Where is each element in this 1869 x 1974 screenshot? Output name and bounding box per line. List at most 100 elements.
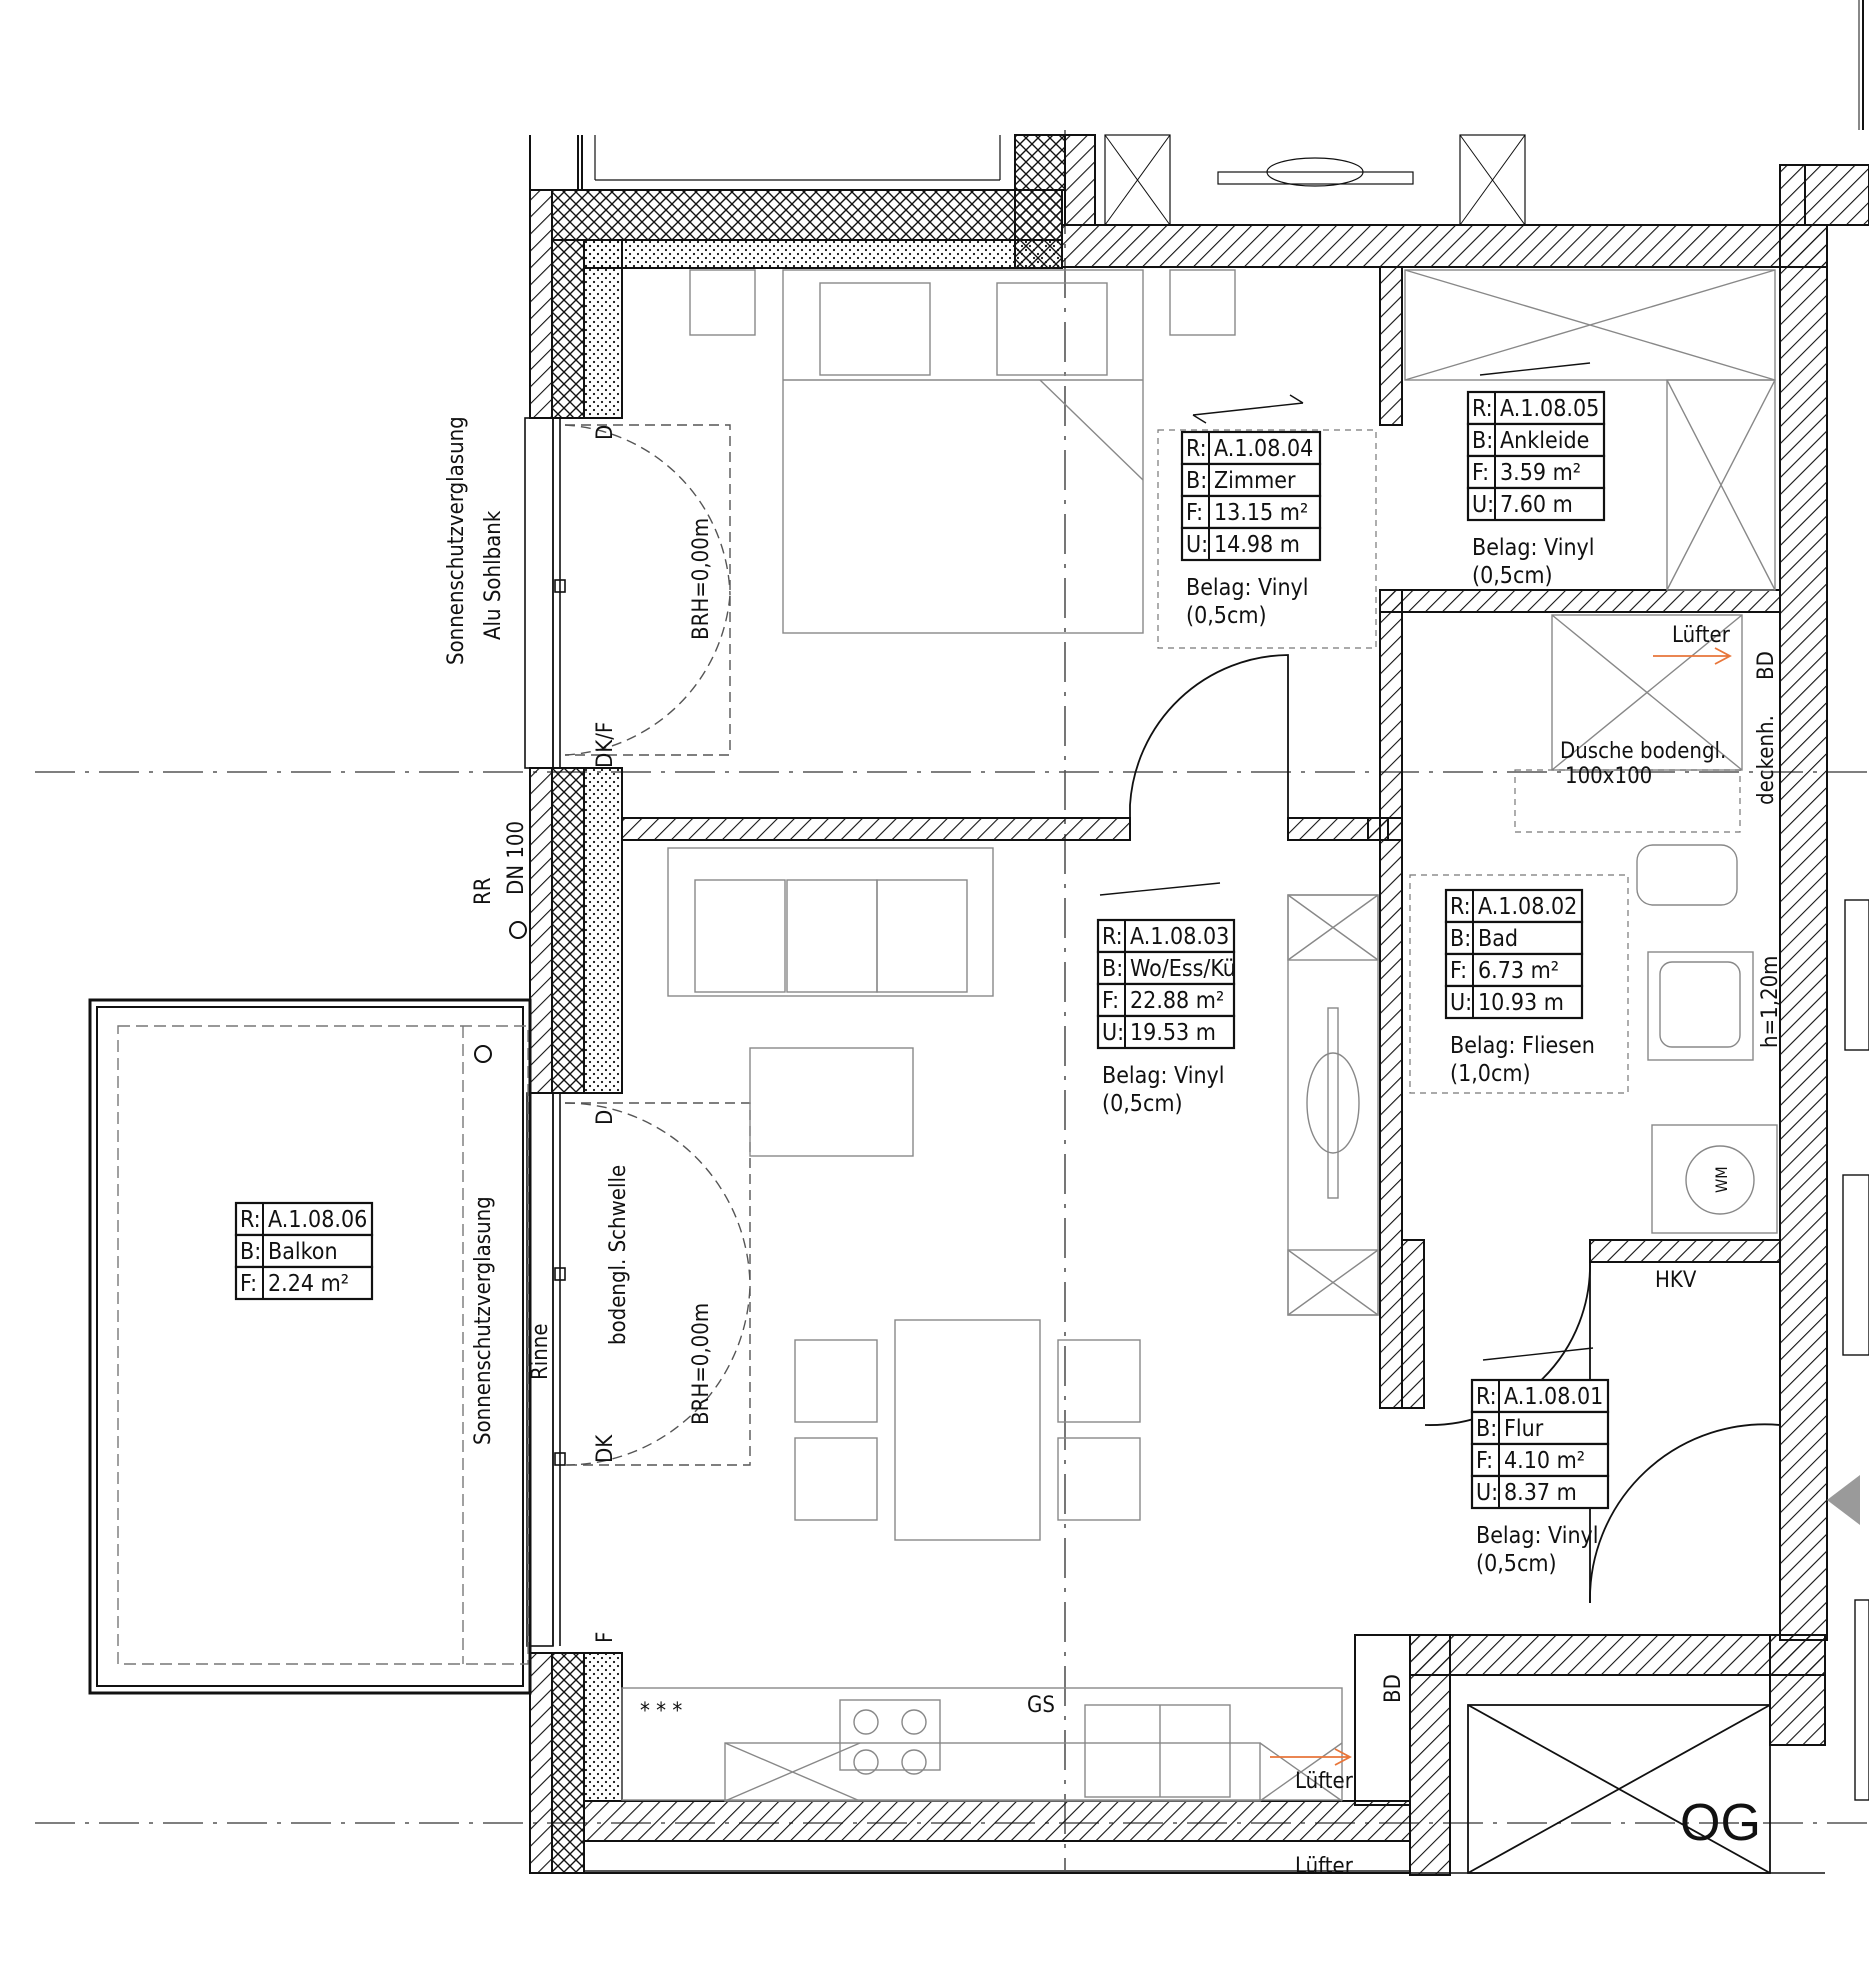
stamp-prefix: B: — [240, 1239, 261, 1265]
luefter-below-label: Lüfter — [1295, 1854, 1354, 1879]
upper-building-fragment — [529, 0, 1864, 226]
stamp-row-box — [1444, 984, 1584, 1020]
belag-label: Belag: Vinyl — [1186, 575, 1309, 601]
stamp-row-box — [1096, 982, 1236, 1018]
windows — [524, 417, 566, 1647]
gs-label: GS — [1027, 1693, 1055, 1718]
rinne-label: Rinne — [528, 1323, 553, 1380]
stars-label: * * * — [640, 1699, 682, 1724]
stamp-row-box — [234, 1233, 374, 1269]
door-swings — [564, 424, 751, 1466]
bd-kitchen-label: BD — [1381, 1674, 1406, 1703]
sonnenschutz-label-2: Sonnenschutzverglasung — [471, 1196, 496, 1445]
stamp-prefix: R: — [240, 1207, 261, 1233]
door-dkf-label: DK/F — [593, 722, 618, 768]
stamp-value-name: Balkon — [268, 1239, 338, 1265]
stamp-prefix: R: — [1472, 396, 1493, 422]
stamp-prefix: R: — [1102, 924, 1123, 950]
luefter-arrows — [1270, 647, 1732, 1766]
stamp-value-id: A.1.08.04 — [1214, 436, 1313, 462]
stamp-value-name: Zimmer — [1214, 468, 1296, 494]
hkv-label: HKV — [1655, 1268, 1697, 1293]
door-f-label: F — [593, 1632, 618, 1643]
stamp-row-box — [1180, 526, 1322, 562]
interior-walls — [621, 266, 1781, 1806]
stamp-row-box — [1180, 462, 1322, 498]
stamp-value-id: A.1.08.01 — [1504, 1384, 1603, 1410]
wm-label: WM — [1712, 1166, 1731, 1193]
belag-detail: (1,0cm) — [1450, 1061, 1531, 1087]
stamp-row-box — [1444, 952, 1584, 988]
luefter-bad-label: Lüfter — [1672, 623, 1731, 648]
stamp-zones — [1157, 429, 1741, 1094]
alu-sohlbank-label: Alu Sohlbank — [481, 510, 506, 640]
stamp-value-id: A.1.08.05 — [1500, 396, 1599, 422]
brh-label-1: BRH=0,00m — [689, 518, 714, 640]
h120-label: h=1,20m — [1758, 956, 1783, 1048]
stamp-value-perimeter: 8.37 m — [1504, 1480, 1577, 1506]
stamp-prefix: B: — [1450, 926, 1471, 952]
door-d-label-2: D — [593, 1110, 618, 1125]
belag-detail: (0,5cm) — [1102, 1091, 1183, 1117]
stamp-value-id: A.1.08.06 — [268, 1207, 367, 1233]
stamp-row-box — [234, 1201, 374, 1237]
stamp-row-box — [1180, 430, 1322, 466]
stamp-row-box — [1444, 888, 1584, 924]
stamp-value-perimeter: 10.93 m — [1478, 990, 1564, 1016]
stamp-value-area: 2.24 m² — [268, 1271, 349, 1297]
stamp-value-area: 22.88 m² — [1130, 988, 1224, 1014]
stamp-prefix: U: — [1476, 1480, 1498, 1506]
neighbour-unit — [1827, 899, 1869, 1801]
furniture — [621, 269, 1778, 1802]
deckenh-label: deckenh. — [1754, 715, 1779, 805]
stamp-value-id: A.1.08.02 — [1478, 894, 1577, 920]
stamp-prefix: U: — [1186, 532, 1208, 558]
stamp-value-area: 4.10 m² — [1504, 1448, 1585, 1474]
stamp-prefix: F: — [1472, 460, 1489, 486]
stamp-value-area: 6.73 m² — [1478, 958, 1559, 984]
floor-label: OG — [1680, 1794, 1761, 1852]
stamp-row-box — [234, 1265, 374, 1301]
stamp-value-name: Flur — [1504, 1416, 1544, 1442]
stamp-value-perimeter: 7.60 m — [1500, 492, 1573, 518]
dn100-label: DN 100 — [504, 821, 529, 895]
stamp-prefix: R: — [1476, 1384, 1497, 1410]
door-dk-label: DK — [593, 1434, 618, 1463]
stamp-prefix: F: — [1450, 958, 1467, 984]
stamp-prefix: U: — [1472, 492, 1494, 518]
stamp-value-name: Wo/Ess/Kü — [1130, 956, 1236, 982]
belag-label: Belag: Vinyl — [1476, 1523, 1599, 1549]
stamp-prefix: B: — [1102, 956, 1123, 982]
brh-label-2: BRH=0,00m — [689, 1303, 714, 1425]
stamp-row-box — [1466, 390, 1606, 426]
dusche-label: Dusche bodengl. — [1560, 739, 1726, 764]
stamp-prefix: F: — [1102, 988, 1119, 1014]
interior-door-swings — [1129, 654, 1781, 1604]
stamp-value-perimeter: 14.98 m — [1214, 532, 1300, 558]
schwelle-label: bodengl. Schwelle — [606, 1165, 631, 1345]
stamp-prefix: B: — [1472, 428, 1493, 454]
stamp-row-box — [1466, 454, 1606, 490]
room-stamp: R:A.1.08.03B:Wo/Ess/KüF:22.88 m²U:19.53 … — [1096, 918, 1236, 1117]
rr-label: RR — [471, 877, 496, 905]
stamp-prefix: U: — [1450, 990, 1472, 1016]
stamp-row-box — [1096, 1014, 1236, 1050]
stamp-value-id: A.1.08.03 — [1130, 924, 1229, 950]
flow-arrows — [1099, 362, 1594, 1361]
stamp-prefix: R: — [1450, 894, 1471, 920]
stamp-prefix: U: — [1102, 1020, 1124, 1046]
belag-label: Belag: Vinyl — [1102, 1063, 1225, 1089]
stamp-value-area: 13.15 m² — [1214, 500, 1308, 526]
belag-label: Belag: Vinyl — [1472, 535, 1595, 561]
belag-detail: (0,5cm) — [1186, 603, 1267, 629]
stamp-prefix: B: — [1476, 1416, 1497, 1442]
belag-detail: (0,5cm) — [1472, 563, 1553, 589]
luefter-kitchen-label: Lüfter — [1295, 1769, 1354, 1794]
stamp-row-box — [1466, 486, 1606, 522]
dusche-size-label: 100x100 — [1565, 764, 1652, 789]
